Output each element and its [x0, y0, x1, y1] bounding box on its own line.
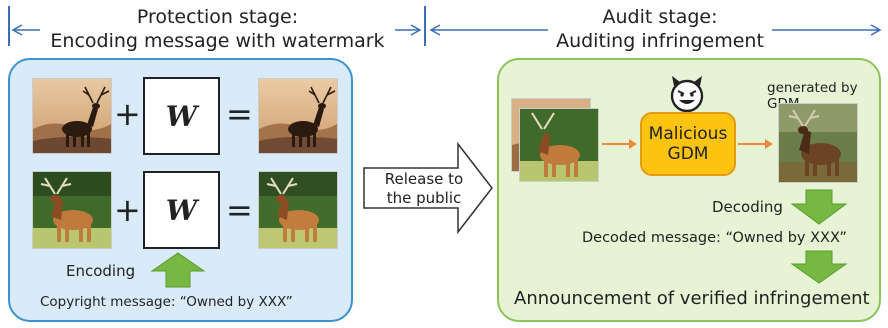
watermark-symbol: W: [165, 99, 198, 133]
generated-image-elk: [778, 103, 858, 183]
audit-title-line2: Auditing infringement: [556, 30, 764, 52]
stacked-image-front-elk: [519, 108, 599, 182]
announcement-down-arrow-icon: [790, 250, 848, 284]
equals-sign-2: =: [226, 191, 253, 229]
watermark-box-1: W: [143, 77, 220, 155]
release-arrow-icon: [363, 141, 493, 235]
decoded-message: Decoded message: “Owned by XXX”: [582, 230, 847, 246]
release-line2: the public: [386, 189, 462, 207]
original-image-elk: [32, 171, 112, 249]
gdm-line1: Malicious: [648, 124, 728, 144]
announcement-text: Announcement of verified infringement: [514, 288, 870, 309]
encoding-up-arrow-icon: [150, 252, 206, 288]
plus-sign-1: +: [114, 95, 141, 133]
encoding-label: Encoding: [66, 262, 136, 280]
devil-face-icon: [670, 76, 704, 113]
watermarked-image-elk: [258, 171, 338, 249]
watermark-symbol: W: [165, 193, 198, 227]
release-line1: Release to: [384, 170, 464, 188]
audit-stage-header: Audit stage: Auditing infringement: [548, 5, 772, 53]
gdm-line2: GDM: [667, 144, 709, 164]
watermarked-image-deer-silhouette: [258, 78, 338, 154]
audit-title-line1: Audit stage:: [602, 6, 718, 28]
release-label: Release to the public: [372, 170, 476, 208]
equals-sign-1: =: [226, 95, 253, 133]
copyright-message: Copyright message: “Owned by XXX”: [40, 294, 293, 310]
original-image-deer-silhouette: [32, 78, 112, 154]
protection-title-line1: Protection stage:: [136, 6, 299, 28]
malicious-gdm-box: Malicious GDM: [640, 112, 736, 176]
protection-title-line2: Encoding message with watermark: [50, 30, 385, 52]
protection-stage-header: Protection stage: Encoding message with …: [40, 5, 395, 53]
watermark-box-2: W: [143, 171, 220, 249]
decoding-label: Decoding: [712, 198, 783, 216]
plus-sign-2: +: [114, 191, 141, 229]
decoding-down-arrow-icon: [790, 189, 848, 225]
